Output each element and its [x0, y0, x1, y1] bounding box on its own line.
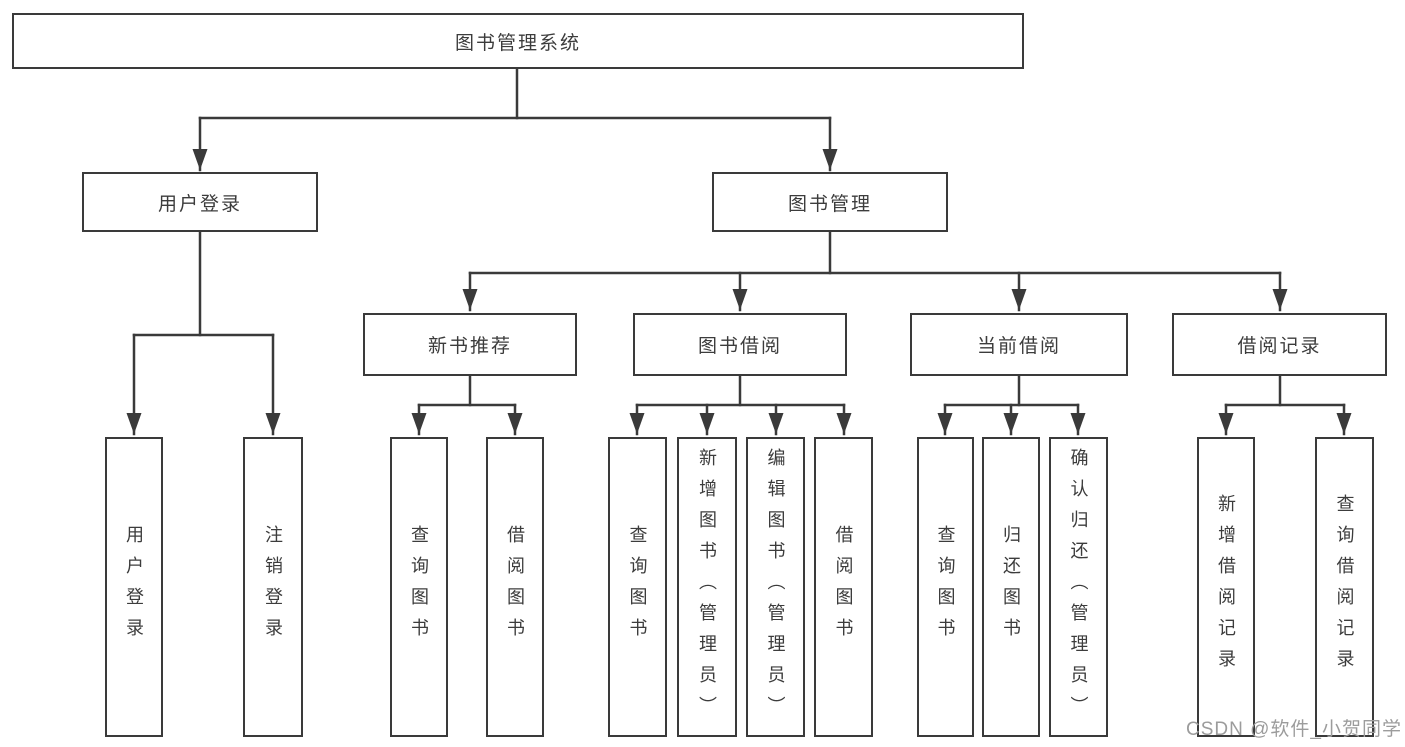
node-current-borrowing: 当前借阅 [910, 313, 1128, 376]
leaf-user-login: 用户登录 [105, 437, 163, 737]
leaf-return-books: 归还图书 [982, 437, 1040, 737]
leaf-borrow-books-recommend: 借阅图书 [486, 437, 544, 737]
node-new-book-recommend: 新书推荐 [363, 313, 577, 376]
leaf-borrow-books-borrowing: 借阅图书 [814, 437, 873, 737]
node-book-borrowing: 图书借阅 [633, 313, 847, 376]
node-user-login: 用户登录 [82, 172, 318, 232]
node-borrowing-records: 借阅记录 [1172, 313, 1387, 376]
leaf-logout-login: 注销登录 [243, 437, 303, 737]
leaf-query-books-borrowing: 查询图书 [608, 437, 667, 737]
leaf-edit-book-admin: 编辑图书（管理员） [746, 437, 805, 737]
leaf-query-borrow-record: 查询借阅记录 [1315, 437, 1374, 737]
leaf-add-borrow-record: 新增借阅记录 [1197, 437, 1255, 737]
leaf-confirm-return-admin: 确认归还（管理员） [1049, 437, 1108, 737]
leaf-add-book-admin: 新增图书（管理员） [677, 437, 737, 737]
leaf-query-books-recommend: 查询图书 [390, 437, 448, 737]
node-root: 图书管理系统 [12, 13, 1024, 69]
leaf-query-books-current: 查询图书 [917, 437, 974, 737]
watermark-text: CSDN @软件_小贺同学 [1186, 719, 1402, 740]
node-book-management: 图书管理 [712, 172, 948, 232]
